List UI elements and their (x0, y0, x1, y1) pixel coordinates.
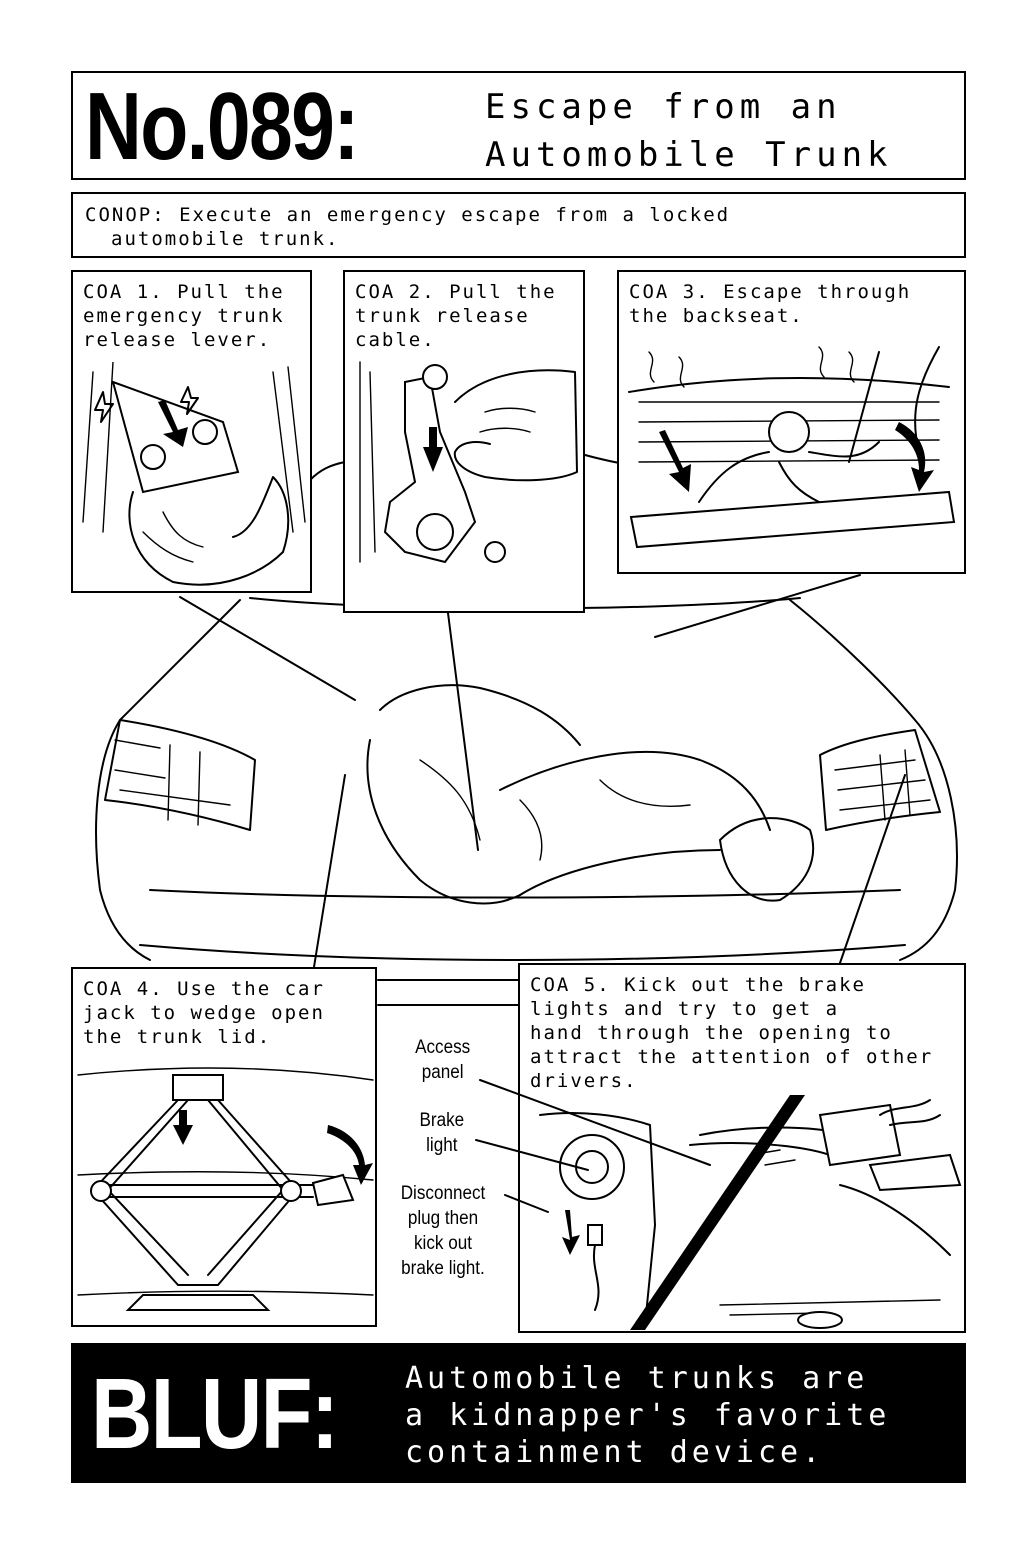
coa-5-panel: COA 5. Kick out the brake lights and try… (518, 963, 966, 1333)
bluf-text: Automobile trunks are a kidnapper's favo… (405, 1361, 891, 1470)
conop-box: CONOP: Execute an emergency escape from … (71, 192, 966, 258)
coa-3-text: COA 3. Escape through the backseat. (629, 281, 912, 327)
entry-number: No.089: (85, 73, 360, 180)
coa-4-text: COA 4. Use the car jack to wedge open th… (83, 978, 325, 1048)
coa-5-text: COA 5. Kick out the brake lights and try… (530, 974, 934, 1092)
coa-4-panel: COA 4. Use the car jack to wedge open th… (71, 967, 377, 1327)
page-title: Escape from an Automobile Trunk (485, 83, 893, 179)
car-jack-illustration (77, 1067, 374, 1311)
conop-line-1: CONOP: Execute an emergency escape from … (85, 204, 731, 226)
bluf-label: BLUF: (91, 1358, 339, 1470)
conop-line-2: automobile trunk. (111, 228, 340, 250)
coa-2-panel: COA 2. Pull the trunk release cable. (343, 270, 585, 613)
lever-hand-illustration (82, 362, 306, 586)
title-banner: No.089: Escape from an Automobile Trunk (71, 71, 966, 180)
coa-1-text: COA 1. Pull the emergency trunk release … (83, 281, 285, 351)
coa-1-panel: COA 1. Pull the emergency trunk release … (71, 270, 312, 593)
coa-2-text: COA 2. Pull the trunk release cable. (355, 281, 557, 351)
callout-access-panel: Access panel (415, 1037, 471, 1083)
backseat-escape-illustration (628, 346, 956, 549)
bluf-banner: BLUF: Automobile trunks are a kidnapper'… (71, 1343, 966, 1483)
brake-light-illustration (539, 1095, 962, 1330)
callout-brake-light: Brake light (419, 1110, 465, 1156)
title-line-2: Automobile Trunk (485, 135, 893, 175)
title-line-1: Escape from an (485, 87, 842, 127)
conop-text: CONOP: Execute an emergency escape from … (85, 203, 945, 251)
coa-3-panel: COA 3. Escape through the backseat. (617, 270, 966, 574)
callout-disconnect: Disconnect plug then kick out brake ligh… (400, 1183, 486, 1279)
cable-hand-illustration (359, 361, 578, 564)
